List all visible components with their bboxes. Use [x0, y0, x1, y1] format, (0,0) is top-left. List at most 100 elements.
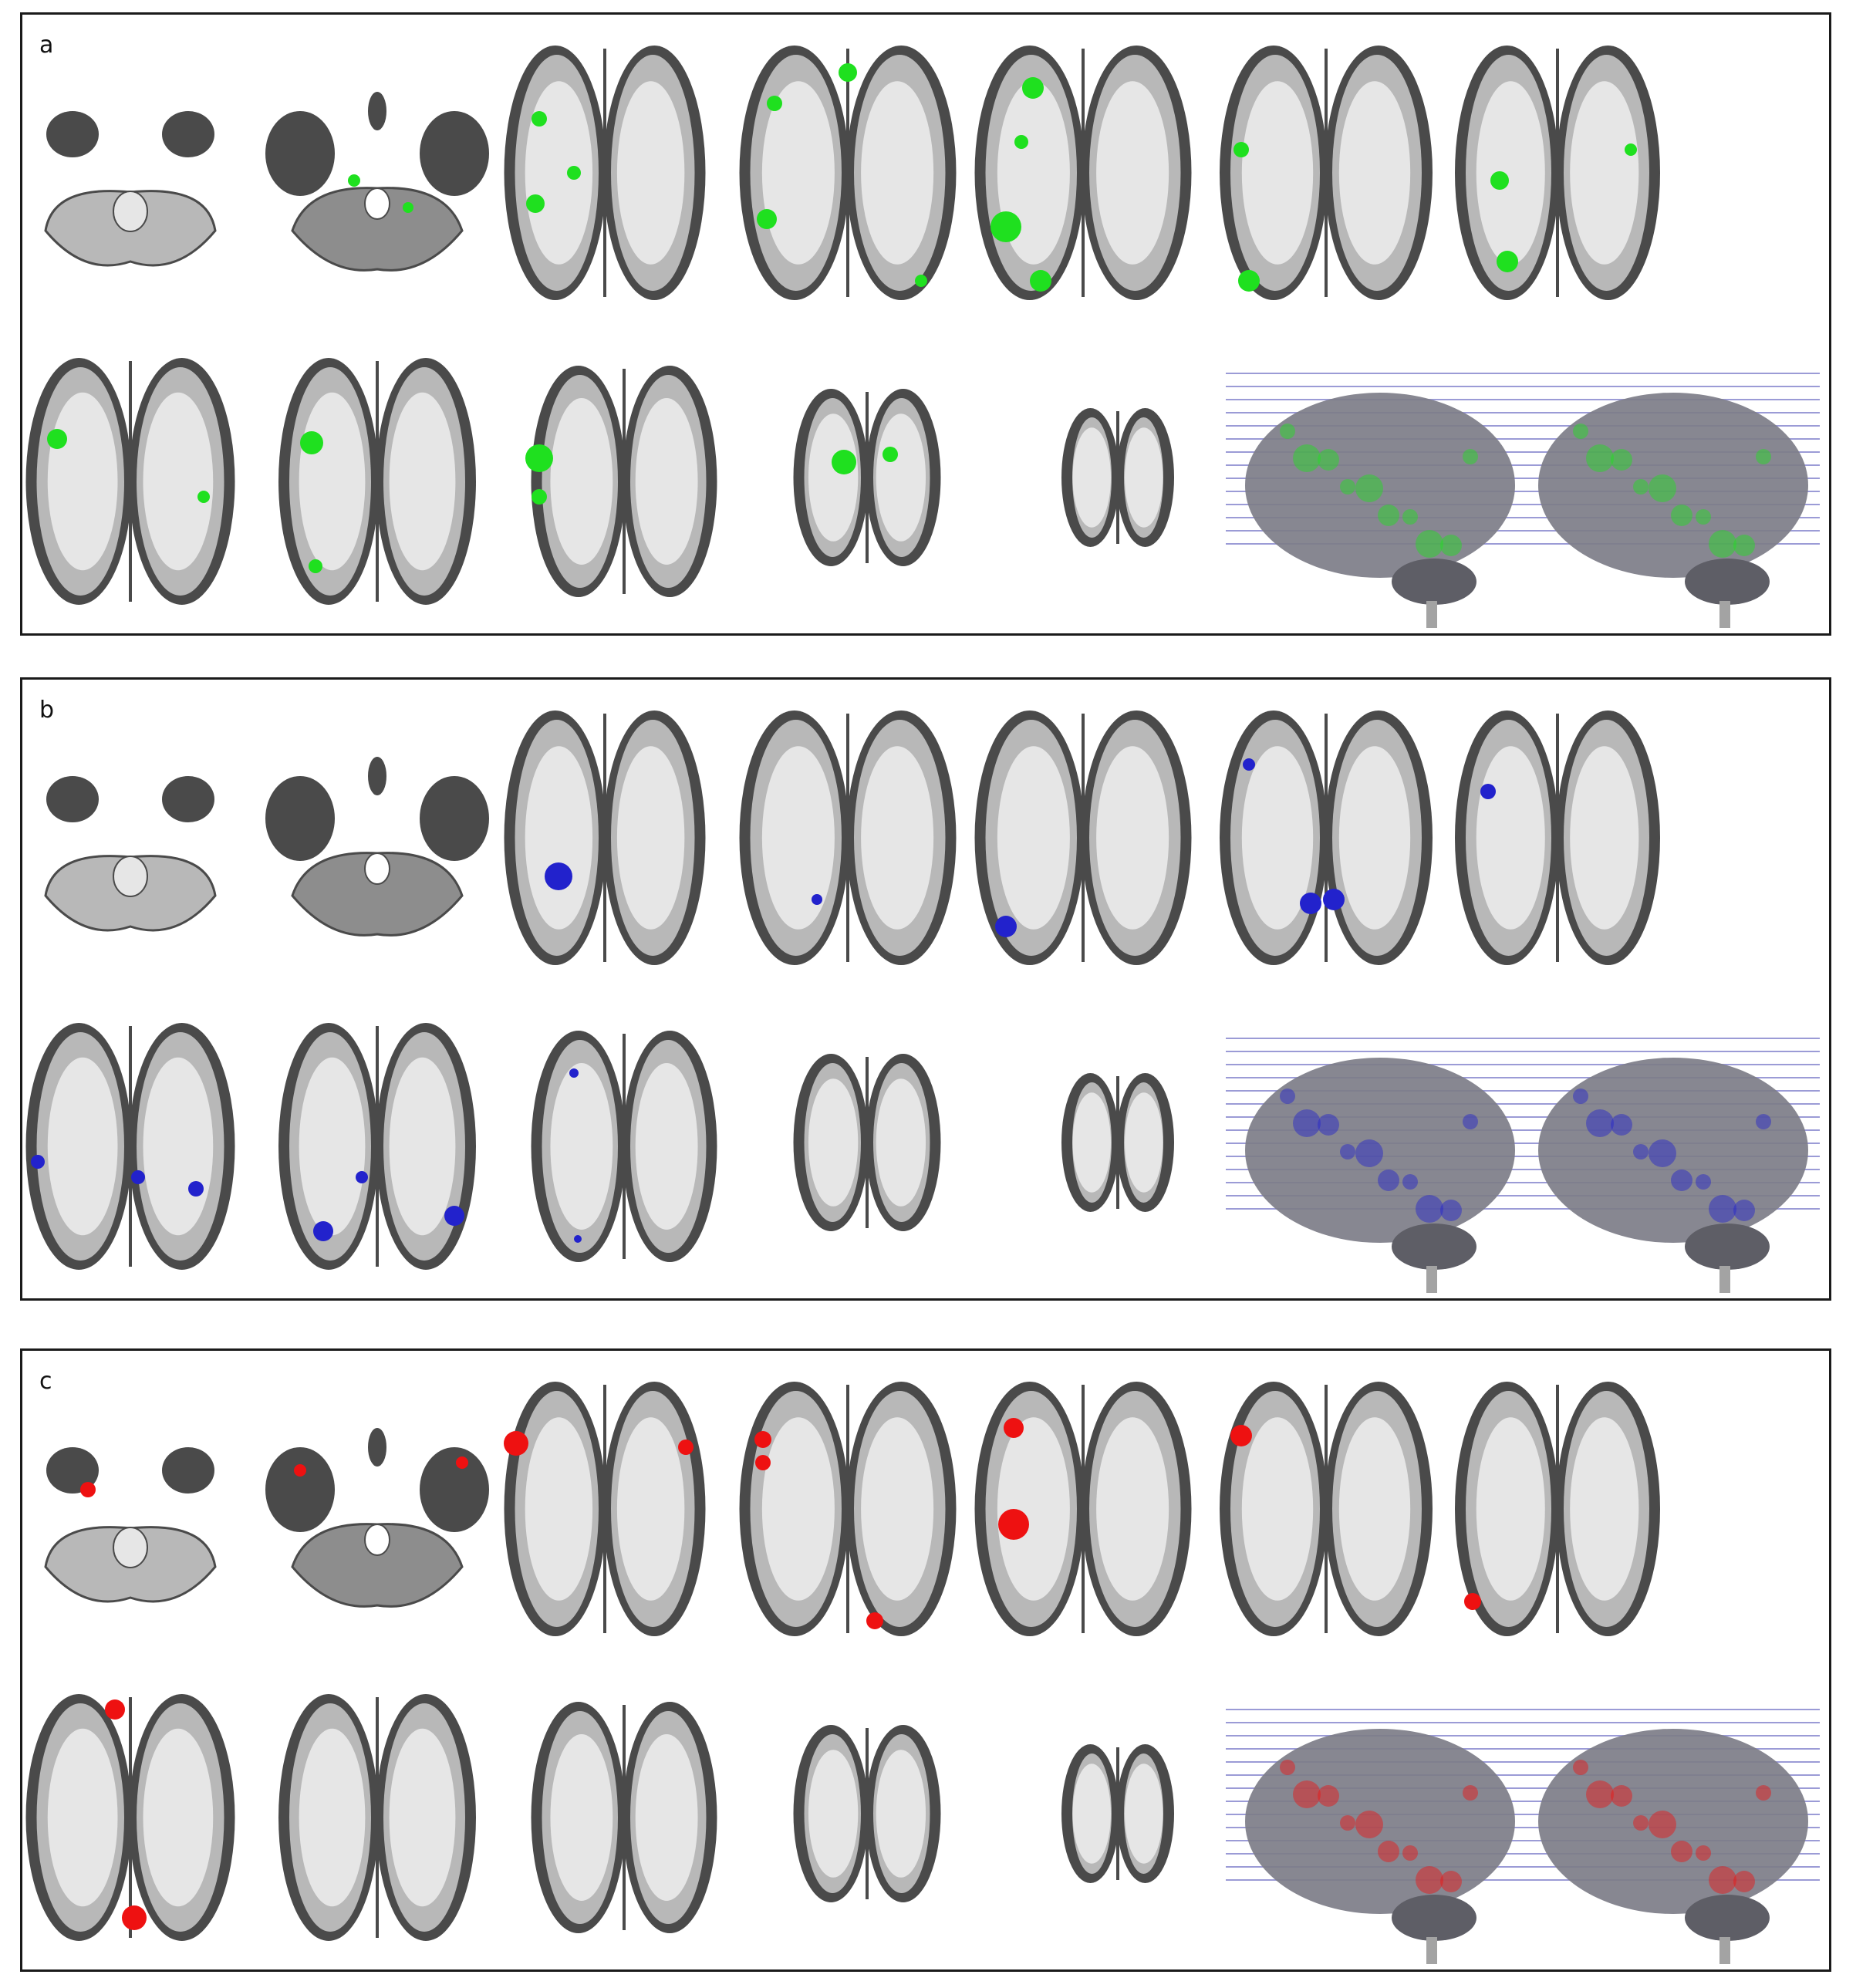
activation-blob [574, 1235, 582, 1243]
brain-slice [278, 358, 476, 605]
brain-slice [1455, 46, 1660, 300]
activation-blob [755, 1455, 771, 1470]
activation-blob [31, 1155, 45, 1169]
activation-blob [47, 429, 67, 449]
activation-blob [1014, 135, 1028, 149]
brain-slice [1061, 1073, 1174, 1212]
activation-blob [444, 1206, 464, 1226]
brain-3d-render [1226, 373, 1820, 628]
panel-label-c: c [39, 1368, 52, 1395]
activation-blob [866, 1612, 883, 1629]
activation-blob [998, 1509, 1029, 1540]
activation-blob [1490, 171, 1509, 190]
activation-blob [456, 1456, 468, 1469]
brain-slice [265, 1428, 489, 1608]
panel-b: b [20, 677, 1831, 1301]
activation-blob [1230, 1425, 1252, 1446]
activation-blob [532, 489, 547, 505]
brain-slice [739, 46, 957, 300]
activation-blob [526, 194, 545, 213]
activation-blob [754, 1431, 771, 1448]
activation-blob [1464, 1593, 1481, 1610]
panel-label-a: a [39, 32, 54, 59]
activation-blob [569, 1068, 579, 1078]
activation-blob [309, 559, 322, 573]
brain-slice [265, 757, 489, 937]
activation-blob [1004, 1418, 1024, 1438]
brain-slice [44, 111, 217, 267]
brain-slice [278, 1694, 476, 1941]
brain-slice [739, 710, 957, 965]
brain-slice [974, 710, 1192, 965]
activation-blob [990, 211, 1021, 242]
brain-slice [504, 710, 706, 965]
panel-c-figure [25, 1382, 1820, 1964]
brain-slice [531, 1702, 717, 1933]
activation-blob [525, 444, 553, 472]
brain-slice [44, 776, 217, 932]
activation-blob [105, 1699, 125, 1720]
activation-blob [1238, 270, 1260, 292]
panel-label-b: b [39, 697, 55, 724]
activation-blob [300, 431, 323, 454]
activation-blob [1480, 784, 1496, 799]
activation-blob [1323, 889, 1345, 910]
activation-blob [832, 450, 856, 474]
brain-slice [793, 1054, 941, 1231]
brain-3d-render [1226, 1038, 1820, 1293]
brain-3d-render [1226, 1709, 1820, 1964]
activation-blob [567, 166, 581, 180]
brain-slice [1061, 1744, 1174, 1883]
activation-blob [545, 862, 572, 890]
activation-blob [915, 275, 927, 287]
activation-blob [839, 63, 857, 82]
brain-slice [1455, 1382, 1660, 1636]
activation-blob [80, 1482, 96, 1497]
activation-blob [1030, 270, 1051, 292]
brain-slice [1061, 408, 1174, 547]
brain-slice [793, 1725, 941, 1902]
activation-blob [532, 111, 547, 127]
brain-slice [1220, 1382, 1433, 1636]
panel-a-figure [25, 46, 1820, 628]
activation-blob [1300, 893, 1321, 914]
panel-c: c [20, 1348, 1831, 1972]
activation-blob [1022, 77, 1044, 99]
brain-slice [278, 1023, 476, 1270]
activation-blob [294, 1464, 306, 1477]
brain-slice [531, 1031, 717, 1262]
activation-blob [812, 894, 822, 905]
brain-slice [974, 1382, 1192, 1636]
activation-blob [131, 1170, 145, 1184]
brain-slice [739, 1382, 957, 1636]
brain-slice [25, 1694, 235, 1941]
brain-slice [44, 1447, 217, 1603]
brain-slice [25, 358, 235, 605]
panel-a: a [20, 12, 1831, 636]
activation-blob [995, 916, 1017, 937]
brain-slice [25, 1023, 235, 1270]
activation-blob [348, 174, 360, 187]
brain-slice [1220, 710, 1433, 965]
activation-blob [356, 1171, 368, 1183]
brain-slice [974, 46, 1192, 300]
brain-slice [504, 46, 706, 300]
activation-blob [1497, 251, 1518, 272]
activation-blob [122, 1905, 147, 1930]
activation-blob [188, 1181, 204, 1197]
activation-blob [403, 202, 413, 213]
activation-blob [767, 96, 782, 111]
activation-blob [313, 1221, 333, 1241]
brain-slice [1455, 710, 1660, 965]
activation-blob [504, 1431, 528, 1456]
brain-slice [265, 92, 489, 272]
activation-blob [1243, 758, 1255, 771]
activation-blob [1233, 142, 1249, 157]
activation-blob [1625, 143, 1637, 156]
activation-blob [883, 447, 898, 462]
brain-slice [1220, 46, 1433, 300]
panel-b-figure [25, 710, 1820, 1293]
activation-blob [757, 209, 777, 229]
activation-blob [197, 491, 210, 503]
activation-blob [678, 1440, 694, 1455]
